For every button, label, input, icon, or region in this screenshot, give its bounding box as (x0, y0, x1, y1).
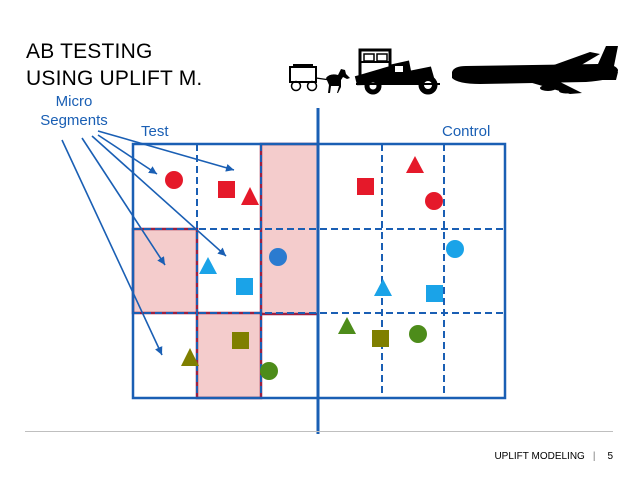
title-line-2: USING UPLIFT M. (26, 67, 203, 90)
test-group-label: Test (141, 123, 169, 140)
control-shapes (338, 156, 464, 347)
blue-triangle (374, 279, 392, 296)
slide-title: AB TESTING USING UPLIFT M. (26, 38, 202, 92)
arrow-1 (97, 130, 235, 172)
page-number: 5 (607, 451, 613, 462)
green-circle (260, 362, 278, 380)
highlight-cell-r3c2 (195, 311, 263, 400)
arrow-5 (61, 139, 163, 356)
micro-segments-label: Micro Segments (32, 92, 116, 130)
red-triangle (241, 187, 259, 205)
olive-triangle (181, 348, 199, 366)
blue-square (236, 278, 253, 295)
micro-label-line-2: Segments (40, 112, 108, 129)
test-shapes (165, 171, 287, 380)
airplane-icon (452, 46, 618, 94)
red-square (357, 178, 374, 195)
blue-triangle (199, 257, 217, 274)
blue-circle (269, 248, 287, 266)
footer-separator: | (592, 451, 596, 462)
green-triangle (338, 317, 356, 334)
red-triangle (406, 156, 424, 173)
segment-arrows (61, 130, 235, 356)
olive-square (372, 330, 389, 347)
horse-carriage-icon (289, 64, 350, 93)
arrow-4 (81, 137, 166, 266)
blue-circle (446, 240, 464, 258)
green-circle (409, 325, 427, 343)
arrow-3 (91, 135, 227, 257)
control-group-label: Control (442, 123, 491, 140)
micro-label-line-1: Micro (55, 93, 93, 110)
red-square (218, 181, 235, 198)
vintage-car-icon (354, 48, 440, 95)
title-line-1: AB TESTING (26, 40, 153, 63)
highlight-cell-r2c1 (131, 227, 199, 315)
arrow-2 (97, 134, 158, 175)
red-circle (425, 192, 443, 210)
red-circle (165, 171, 183, 189)
blue-square (426, 285, 443, 302)
slide-footer: UPLIFT MODELING | 5 (494, 451, 613, 462)
olive-square (232, 332, 249, 349)
footer-divider (25, 431, 613, 432)
footer-text: UPLIFT MODELING (494, 451, 585, 462)
